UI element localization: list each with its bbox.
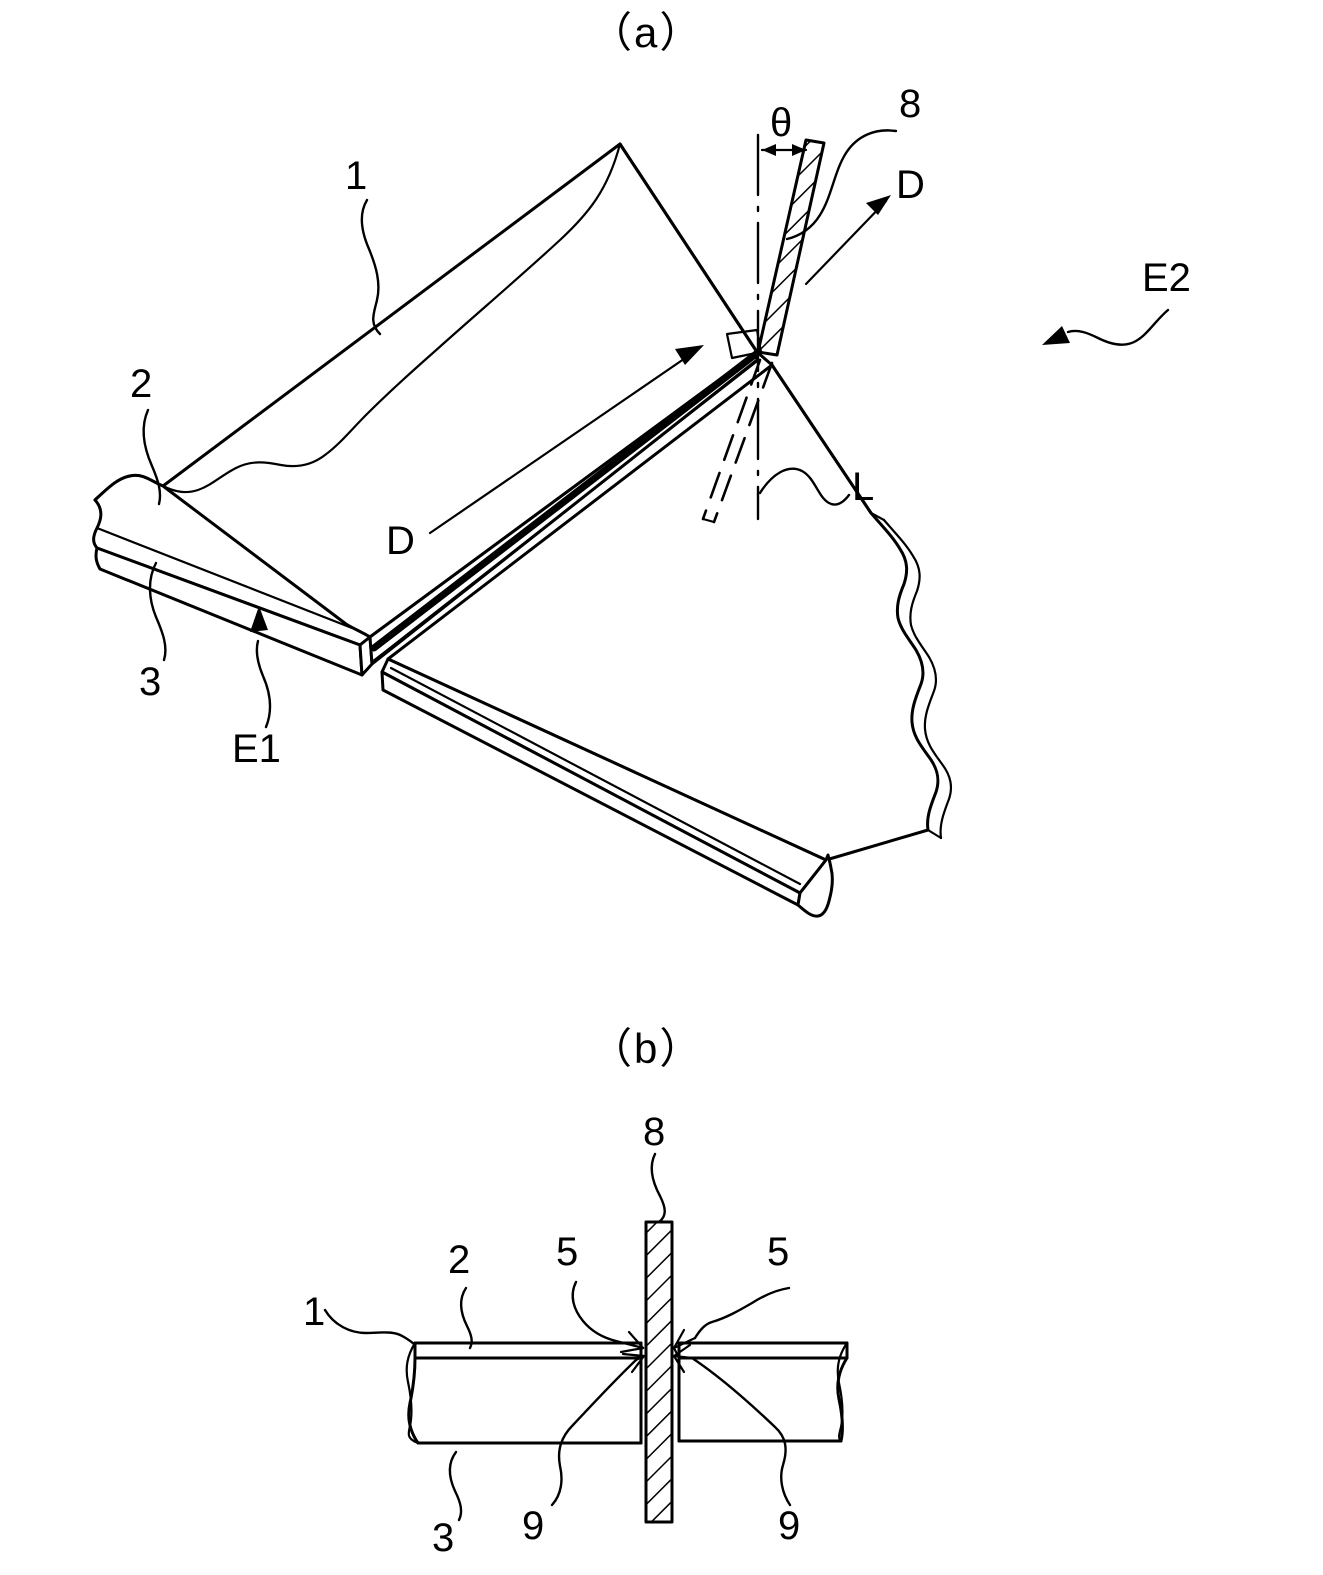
panel-a-ref-2: 2 — [130, 362, 153, 406]
panel-a-ref-3: 3 — [139, 660, 162, 704]
leader-ref-1-b — [323, 1308, 417, 1347]
panel-a-ref-1: 1 — [345, 154, 368, 198]
panel-b-ref-3: 3 — [432, 1516, 455, 1560]
panel-b-ref-9-left: 9 — [522, 1504, 545, 1548]
sheet-layer-2-left-edge — [92, 473, 372, 647]
panel-a-ref-e1: E1 — [232, 727, 281, 771]
leader-ref-2 — [142, 408, 162, 506]
panel-b-ref-8: 8 — [643, 1110, 666, 1154]
blade-cross-section — [644, 1220, 674, 1524]
panel-b-ref-5-right: 5 — [767, 1230, 790, 1274]
panel-a-ref-l: L — [852, 465, 875, 509]
leader-ref-E2 — [1042, 308, 1170, 346]
panel-b-ref-1: 1 — [303, 1290, 326, 1334]
cut-line — [370, 350, 760, 664]
sheet-layer-3-left-edge — [94, 546, 364, 677]
leader-ref-1 — [360, 198, 382, 336]
panel-b-title: （b） — [590, 1025, 704, 1072]
blade-entry-notch — [725, 328, 763, 360]
leader-ref-9-right — [672, 1343, 792, 1507]
panel-a-ref-d-right: D — [896, 163, 925, 207]
panel-a-title: （a） — [590, 9, 704, 56]
direction-arrow-d-left — [428, 345, 704, 535]
break-edge-top-left — [161, 142, 622, 494]
leader-ref-L — [758, 467, 851, 506]
leader-ref-8-b — [650, 1152, 666, 1224]
panel-a-ref-8: 8 — [899, 82, 922, 126]
panel-a-ref-e2: E2 — [1142, 256, 1191, 300]
panel-b-ref-2: 2 — [448, 1238, 471, 1282]
leader-ref-2-b — [460, 1286, 473, 1350]
panel-b-ref-9-right: 9 — [778, 1504, 801, 1548]
leader-ref-E1 — [250, 606, 272, 729]
blade — [756, 138, 826, 357]
leader-ref-3-b — [448, 1450, 463, 1522]
sheet-e2-top-edge — [618, 142, 873, 515]
theta-dimension — [760, 144, 808, 156]
leader-ref-5-left — [571, 1280, 645, 1354]
sheet-right-cross-section — [677, 1341, 849, 1443]
break-edge-right — [869, 511, 953, 840]
sheet-left-cross-section — [405, 1341, 643, 1445]
leader-ref-3 — [148, 561, 167, 662]
leader-ref-9-left — [550, 1352, 646, 1507]
panel-b-ref-5-left: 5 — [556, 1230, 579, 1274]
leader-ref-8 — [785, 129, 898, 241]
panel-a-ref-theta: θ — [770, 101, 793, 145]
panel-a-ref-d-left: D — [386, 519, 415, 563]
blade-hidden-continuation — [701, 358, 774, 524]
direction-arrow-d-right — [804, 195, 891, 286]
sheet-lower-right-front-edge — [380, 657, 834, 918]
